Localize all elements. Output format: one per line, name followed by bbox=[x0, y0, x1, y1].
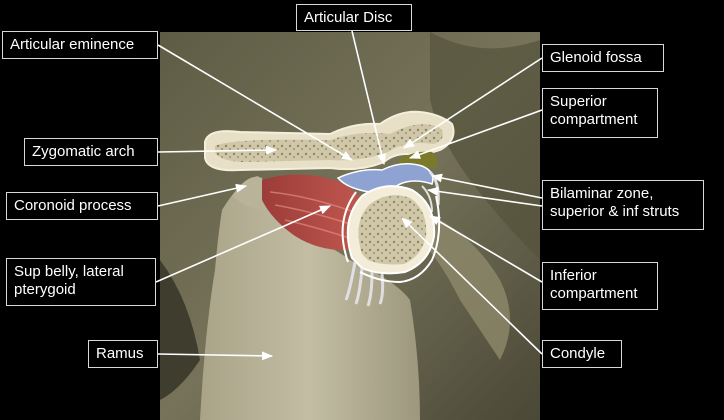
label-sup-belly-lateral-pterygoid: Sup belly, lateral pterygoid bbox=[6, 258, 156, 306]
label-superior-compartment: Superior compartment bbox=[542, 88, 658, 138]
label-articular-eminence: Articular eminence bbox=[2, 31, 158, 59]
label-coronoid-process: Coronoid process bbox=[6, 192, 158, 220]
articular-disc-shape bbox=[336, 163, 434, 193]
label-bilaminar-zone: Bilaminar zone, superior & inf struts bbox=[542, 180, 704, 230]
label-zygomatic-arch: Zygomatic arch bbox=[24, 138, 158, 166]
label-condyle: Condyle bbox=[542, 340, 622, 368]
label-glenoid-fossa: Glenoid fossa bbox=[542, 44, 664, 72]
label-inferior-compartment: Inferior compartment bbox=[542, 262, 658, 310]
ramus-shape bbox=[200, 176, 420, 420]
condyle-shape bbox=[346, 185, 436, 275]
leader-lines bbox=[155, 30, 543, 361]
label-articular-disc: Articular Disc bbox=[296, 4, 412, 31]
label-ramus: Ramus bbox=[88, 340, 158, 368]
